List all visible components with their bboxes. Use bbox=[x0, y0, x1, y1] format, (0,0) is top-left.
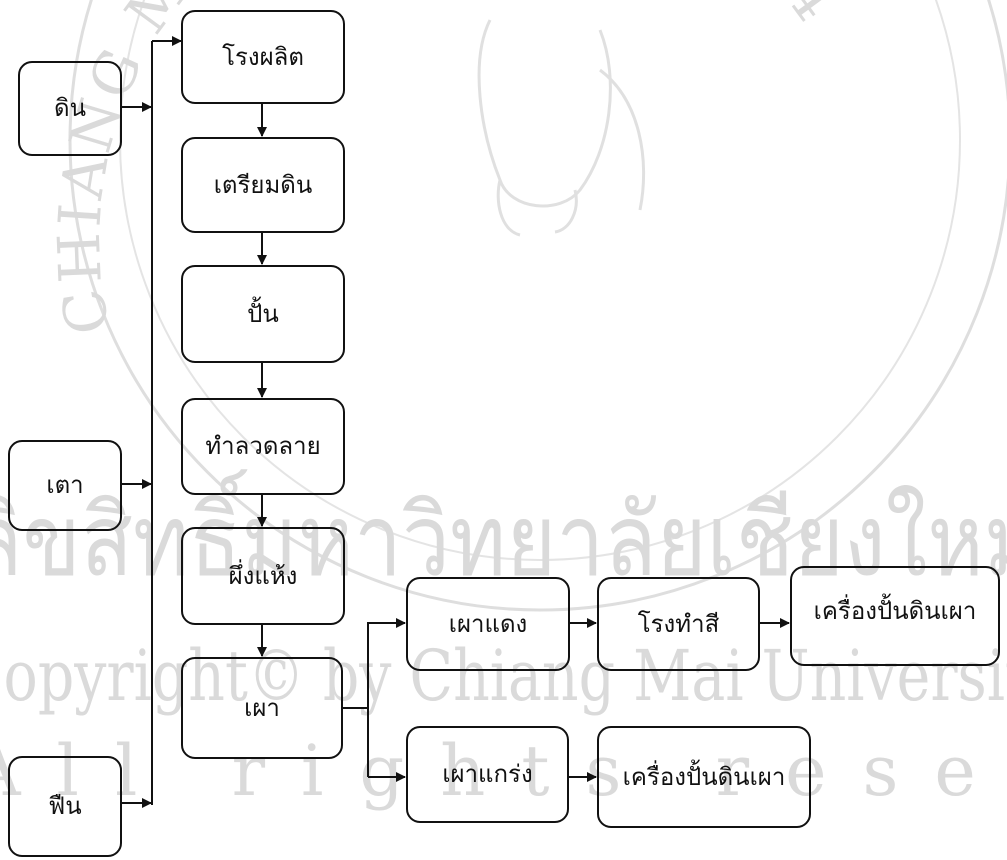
watermark-rights-text: All rights reserved bbox=[0, 730, 1007, 812]
factory-box: โรงผลิต bbox=[181, 10, 345, 104]
soil-box: ดิน bbox=[18, 61, 122, 156]
kiln-box: เตา bbox=[8, 440, 122, 531]
hard-fire-box: เผาแกร่ง bbox=[406, 726, 569, 823]
paint-house-box: โรงทำสี bbox=[597, 577, 760, 671]
red-fire-box: เผาแดง bbox=[406, 577, 570, 671]
prepare-soil-box: เตรียมดิน bbox=[181, 137, 345, 233]
watermark-ring-outer bbox=[68, 0, 1007, 612]
hard-product-box: เครื่องปั้นดินเผา bbox=[597, 726, 811, 828]
dry-box: ผึ่งแห้ง bbox=[181, 527, 345, 625]
watermark-copyright-text: Copyright© by Chiang Mai University bbox=[0, 635, 1007, 717]
mold-box: ปั้น bbox=[181, 265, 345, 363]
red-product-box: เครื่องปั้นดินเผา bbox=[790, 566, 1000, 666]
fire-box: เผา bbox=[181, 657, 343, 759]
elephant-emblem bbox=[477, 19, 646, 237]
firewood-box: ฟืน bbox=[8, 756, 122, 857]
pattern-box: ทำลวดลาย bbox=[181, 398, 345, 495]
